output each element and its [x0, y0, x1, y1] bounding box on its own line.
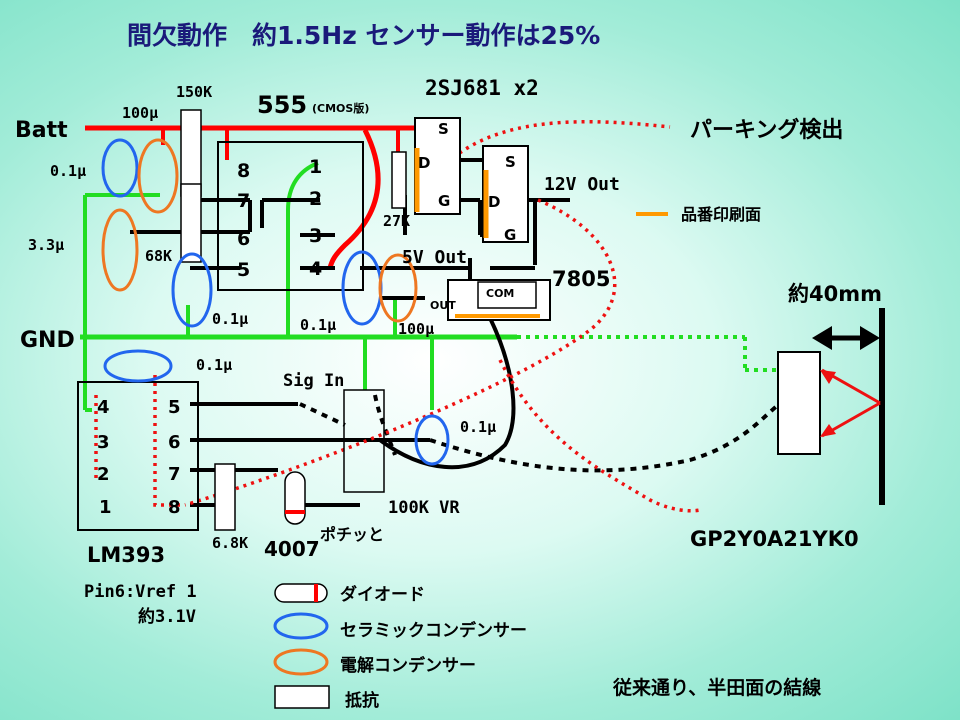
- sensor-label: GP2Y0A21YK0: [690, 527, 859, 551]
- regulator-7805: OUT COM 7805: [430, 267, 610, 321]
- print-face-label: 品番印刷面: [681, 205, 761, 224]
- sensor-gp2y0a21: [777, 308, 885, 505]
- title: 間欠動作 約1.5Hz センサー動作は25%: [127, 21, 600, 50]
- distance-label: 約40mm: [788, 282, 882, 306]
- pin-label: 7: [237, 190, 250, 212]
- pin6-label: Pin6:Vref 1: [84, 582, 197, 602]
- resistor-27k: [391, 151, 407, 209]
- parking-label: パーキング検出: [690, 117, 843, 143]
- resistor-68k: [180, 183, 202, 263]
- black-dashed-wiring: [299, 394, 780, 473]
- vr-label: 100K VR: [388, 498, 460, 518]
- res-label: 150K: [176, 83, 212, 101]
- pin-label: 2: [309, 188, 322, 210]
- mosfet-2: S D G: [482, 145, 529, 244]
- cap-label: 100μ: [398, 320, 434, 338]
- pin-s: S: [505, 153, 516, 171]
- diode-4007: [284, 471, 306, 525]
- pin-label: 8: [168, 497, 181, 518]
- pin-g: G: [504, 226, 516, 244]
- pin-label: 7: [168, 464, 181, 485]
- res-label: 6.8K: [212, 534, 248, 552]
- cap-label: 0.1μ: [460, 418, 496, 436]
- cap-label: 0.1μ: [212, 310, 248, 328]
- pin-d: D: [418, 154, 430, 172]
- pin-label: 3: [309, 225, 322, 247]
- legend-electrolytic: 電解コンデンサー: [340, 655, 476, 676]
- pin-label: 5: [237, 259, 250, 281]
- pin-d: D: [488, 193, 500, 211]
- pin-s: S: [438, 120, 449, 138]
- pin-label: 2: [97, 464, 110, 485]
- pin-label: 3: [97, 432, 110, 453]
- pochitto-label: ポチッと: [320, 525, 384, 544]
- mosfet-label: 2SJ681 x2: [425, 76, 539, 100]
- cmos-label: (CMOS版): [312, 101, 369, 115]
- ic-lm393: 4 3 2 1 5 6 7 8: [77, 381, 199, 531]
- batt-label: Batt: [15, 118, 68, 143]
- labels: Batt GND 100μ 150K 0.1μ 3.3μ 68K 27K 0.1…: [15, 83, 882, 627]
- note-label: 従来通り、半田面の結線: [612, 676, 821, 699]
- res-label: 27K: [383, 212, 410, 230]
- reg-label: 7805: [552, 267, 610, 291]
- cap-label: 0.1μ: [300, 316, 336, 334]
- pin-label: 5: [168, 397, 181, 418]
- cap-label: 100μ: [122, 104, 158, 122]
- vref-label: 約3.1V: [138, 606, 196, 627]
- gnd-rail: [80, 161, 778, 412]
- legend-diode-symbol: [274, 583, 328, 603]
- pin-label: 6: [237, 228, 250, 250]
- pin-g: G: [438, 192, 450, 210]
- lm393-label: LM393: [87, 543, 165, 567]
- legend-resistor-symbol: [274, 685, 330, 709]
- out5v-label: 5V Out: [402, 247, 467, 268]
- pin-label: 4: [97, 397, 110, 418]
- diode-label: 4007: [264, 537, 320, 561]
- cap-label: 3.3μ: [28, 236, 64, 254]
- pin-label: 6: [168, 432, 181, 453]
- resistor-6k8: [214, 463, 236, 531]
- electrolytic-capacitors: [101, 138, 418, 676]
- ic555-label: 555: [257, 91, 307, 119]
- res-label: 68K: [145, 247, 172, 265]
- legend-ceramic: セラミックコンデンサー: [340, 620, 527, 641]
- batt-rail: [85, 125, 418, 269]
- pin-label: 4: [309, 258, 322, 280]
- reg-com-label: COM: [486, 287, 514, 300]
- resistor-150k: [180, 109, 202, 197]
- legend-diode: ダイオード: [340, 584, 425, 605]
- variable-resistor: [343, 389, 385, 493]
- cap-label: 0.1μ: [196, 356, 232, 374]
- mosfet-1: S D G: [414, 117, 461, 215]
- pin-label: 8: [237, 160, 250, 182]
- reg-out-label: OUT: [430, 299, 456, 312]
- out12v-label: 12V Out: [544, 174, 620, 195]
- sigin-label: Sig In: [283, 371, 344, 391]
- legend-resistor: 抵抗: [345, 690, 379, 711]
- legend: ダイオード セラミックコンデンサー 電解コンデンサー 抵抗 従来通り、半田面の結…: [274, 583, 821, 711]
- ic-555: 555 (CMOS版) 8 7 6 5 1 2 3 4: [217, 91, 369, 291]
- gnd-label: GND: [20, 328, 75, 353]
- pin-label: 1: [309, 156, 322, 178]
- resistors: [180, 109, 407, 531]
- cap-label: 0.1μ: [50, 162, 86, 180]
- red-dotted-wiring: [94, 120, 701, 513]
- ceramic-capacitors: [101, 138, 450, 640]
- pin-label: 1: [99, 497, 112, 518]
